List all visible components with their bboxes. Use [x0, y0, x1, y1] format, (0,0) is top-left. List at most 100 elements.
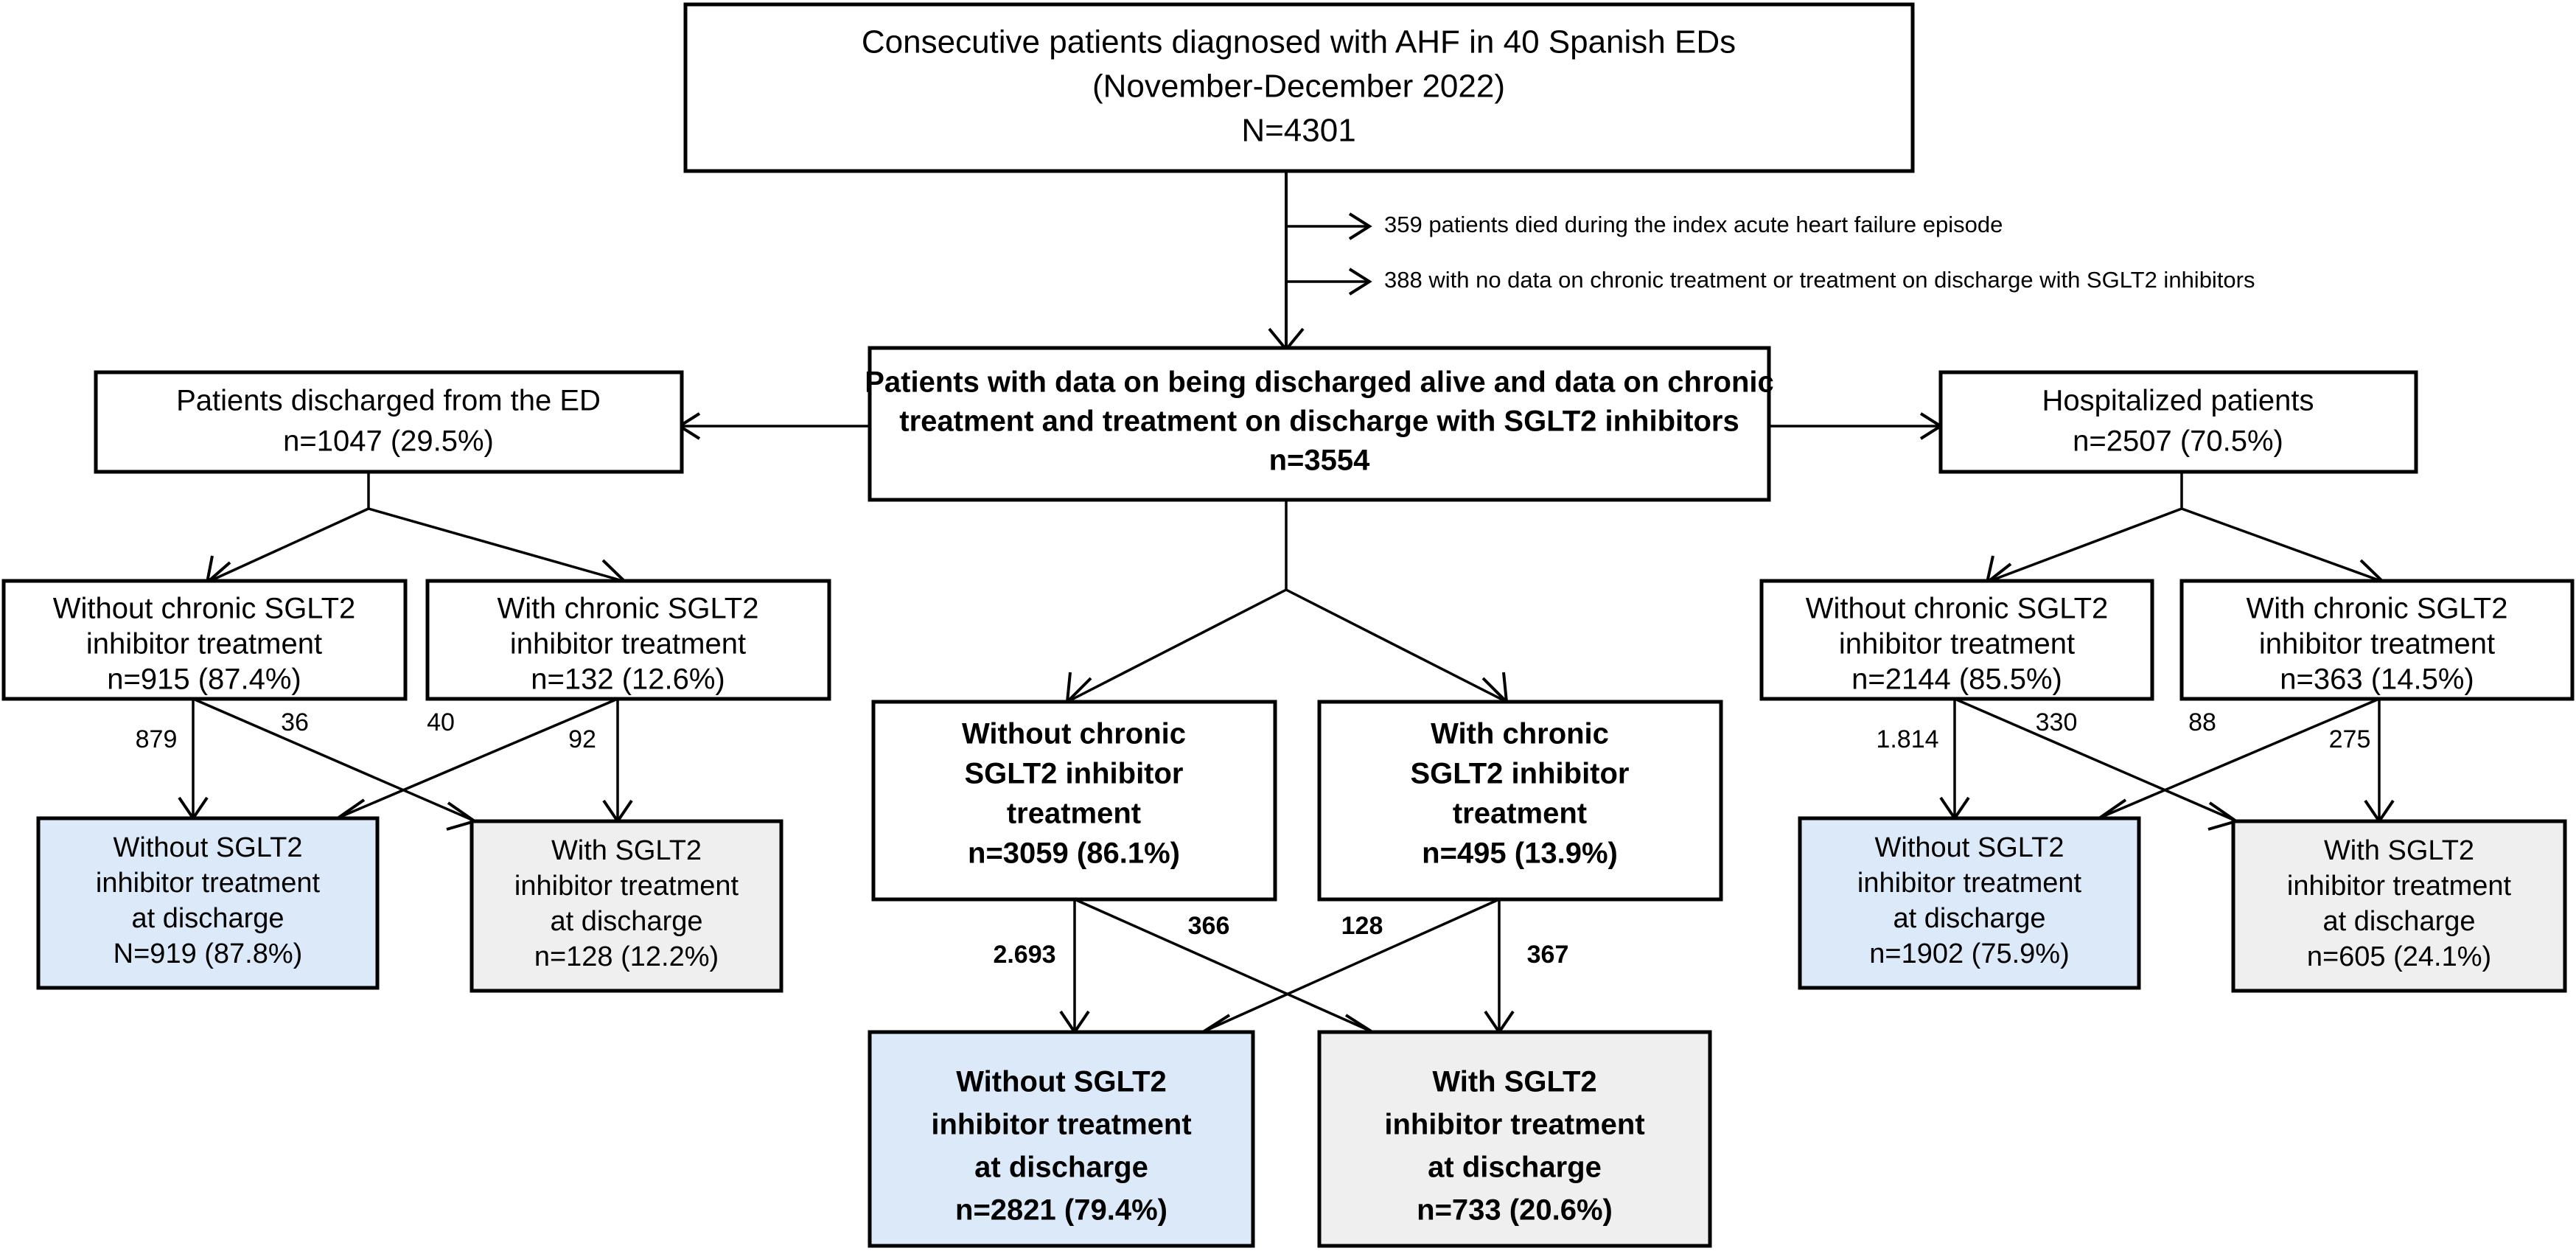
node-cohort-line1: Consecutive patients diagnosed with AHF …	[862, 24, 1736, 60]
edge-labels-group: 879 36 40 92 2.693 366 128 367 1.814 330…	[136, 708, 2371, 969]
edge-label-all-with-to-with: 367	[1527, 941, 1569, 969]
edge-hosp-without-to-with	[1954, 697, 2234, 821]
node-all-without-chronic-box	[871, 700, 1277, 902]
node-hosp-without-discharge-line3: at discharge	[1893, 903, 2045, 934]
node-ed-without-discharge-line1: Without SGLT2	[114, 832, 303, 863]
node-all-with-chronic-box	[1317, 700, 1723, 902]
node-all-without-discharge-box	[868, 1030, 1255, 1248]
edge-ed-without-to-with	[192, 697, 472, 821]
exclusion-notes-group: 359 patients died during the index acute…	[1384, 212, 2255, 293]
arrowhead-eligible-to-all-with	[1481, 672, 1509, 706]
exclusion-note-1: 359 patients died during the index acute…	[1384, 212, 2003, 237]
node-all-without-discharge-line3: at discharge	[974, 1151, 1148, 1184]
node-hosp-without-chronic[interactable]: Without chronic SGLT2 inhibitor treatmen…	[1759, 579, 2154, 701]
edge-label-all-without-to-without: 2.693	[993, 941, 1055, 969]
node-ed-with-discharge-line3: at discharge	[550, 906, 702, 937]
node-cohort-line2: (November-December 2022)	[1092, 69, 1505, 105]
edge-label-hosp-with-to-without: 88	[2188, 708, 2216, 736]
node-cohort-box	[683, 2, 1915, 173]
node-all-with-discharge-line2: inhibitor treatment	[1384, 1109, 1644, 1141]
arrowhead-exclusion-2	[1348, 268, 1372, 296]
node-hosp-without-discharge-line1: Without SGLT2	[1875, 832, 2064, 863]
node-all-with-chronic-line1: With chronic	[1431, 718, 1609, 750]
node-hosp-without-discharge[interactable]: Without SGLT2 inhibitor treatment at dis…	[1798, 816, 2141, 990]
node-eligible[interactable]: Patients with data on being discharged a…	[865, 346, 1774, 502]
node-all-without-chronic[interactable]: Without chronic SGLT2 inhibitor treatmen…	[871, 700, 1277, 902]
node-hosp-without-discharge-line2: inhibitor treatment	[1857, 868, 2082, 899]
node-ed-with-discharge-line2: inhibitor treatment	[514, 871, 739, 902]
node-cohort-line3: N=4301	[1241, 113, 1355, 149]
edge-eligible-to-all-with	[1285, 588, 1504, 702]
edge-hosp-to-without-chronic	[1989, 507, 2182, 582]
node-hosp-with-chronic-box	[2179, 579, 2575, 701]
node-eligible-box	[868, 346, 1771, 502]
node-ed-without-chronic-line1: Without chronic SGLT2	[53, 593, 356, 625]
node-all-with-discharge-line3: at discharge	[1428, 1151, 1602, 1184]
node-all-without-chronic-line1: Without chronic	[962, 718, 1186, 750]
arrowhead-eligible-to-all-without	[1065, 672, 1092, 706]
edge-ed-with-to-without	[340, 697, 618, 818]
node-hosp-with-discharge-line4: n=605 (24.1%)	[2307, 941, 2491, 972]
node-ed-without-discharge-line2: inhibitor treatment	[96, 868, 321, 899]
node-hosp-with-discharge-line3: at discharge	[2322, 906, 2475, 937]
node-all-without-discharge-line4: n=2821 (79.4%)	[955, 1194, 1167, 1227]
node-hosp-with-discharge-line2: inhibitor treatment	[2287, 871, 2512, 902]
node-hosp-with-chronic-line1: With chronic SGLT2	[2247, 593, 2508, 625]
edge-label-ed-with-to-with: 92	[568, 725, 596, 753]
node-all-without-chronic-line4: n=3059 (86.1%)	[968, 837, 1180, 870]
edge-ed-to-with-chronic	[368, 507, 624, 582]
node-ed-without-chronic-box	[1, 579, 408, 701]
edge-all-with-to-without	[1205, 898, 1500, 1032]
node-ed-without-discharge[interactable]: Without SGLT2 inhibitor treatment at dis…	[36, 816, 380, 990]
node-all-with-discharge[interactable]: With SGLT2 inhibitor treatment at discha…	[1317, 1030, 1712, 1248]
node-cohort[interactable]: Consecutive patients diagnosed with AHF …	[683, 2, 1915, 173]
node-all-with-chronic-line3: treatment	[1453, 798, 1587, 830]
node-ed-with-chronic-box	[425, 579, 831, 701]
node-hosp-without-chronic-line3: n=2144 (85.5%)	[1851, 663, 2062, 696]
node-hosp-without-chronic-box	[1759, 579, 2154, 701]
node-ed-with-discharge[interactable]: With SGLT2 inhibitor treatment at discha…	[470, 819, 783, 993]
node-ed-with-chronic-line3: n=132 (12.6%)	[531, 663, 725, 696]
node-hosp-without-discharge-box	[1798, 816, 2141, 990]
node-all-without-discharge-line2: inhibitor treatment	[931, 1109, 1191, 1141]
node-hosp-without-chronic-line1: Without chronic SGLT2	[1806, 593, 2109, 625]
node-eligible-line3: n=3554	[1269, 445, 1371, 477]
edge-eligible-to-all-without	[1069, 588, 1287, 702]
node-all-without-discharge[interactable]: Without SGLT2 inhibitor treatment at dis…	[868, 1030, 1255, 1248]
node-hosp-with-chronic-line3: n=363 (14.5%)	[2280, 663, 2474, 696]
node-hospitalized[interactable]: Hospitalized patients n=2507 (70.5%)	[1938, 370, 2418, 474]
edge-label-all-without-to-with: 366	[1188, 912, 1230, 940]
node-ed-discharged-box	[94, 370, 684, 474]
node-ed-with-chronic-line1: With chronic SGLT2	[498, 593, 759, 625]
node-ed-without-discharge-box	[36, 816, 380, 990]
node-ed-discharged[interactable]: Patients discharged from the ED n=1047 (…	[94, 370, 684, 474]
node-ed-without-chronic[interactable]: Without chronic SGLT2 inhibitor treatmen…	[1, 579, 408, 701]
edge-label-all-with-to-without: 128	[1341, 912, 1383, 940]
node-ed-without-discharge-line3: at discharge	[131, 903, 284, 934]
node-ed-discharged-line1: Patients discharged from the ED	[176, 385, 601, 417]
node-ed-discharged-line2: n=1047 (29.5%)	[283, 425, 494, 458]
node-all-without-chronic-line2: SGLT2 inhibitor	[964, 758, 1183, 790]
node-ed-without-chronic-line2: inhibitor treatment	[86, 628, 322, 661]
node-all-with-chronic-line2: SGLT2 inhibitor	[1410, 758, 1629, 790]
edge-hosp-to-with-chronic	[2181, 507, 2381, 582]
node-hosp-without-discharge-line4: n=1902 (75.9%)	[1869, 938, 2069, 969]
node-all-with-discharge-line1: With SGLT2	[1432, 1066, 1596, 1098]
edge-label-hosp-with-to-with: 275	[2329, 725, 2371, 753]
node-hospitalized-line2: n=2507 (70.5%)	[2073, 425, 2283, 458]
node-eligible-line2: treatment and treatment on discharge wit…	[899, 405, 1739, 438]
node-ed-with-chronic[interactable]: With chronic SGLT2 inhibitor treatment n…	[425, 579, 831, 701]
edge-all-without-to-with	[1074, 898, 1370, 1032]
node-hosp-with-discharge-line1: With SGLT2	[2324, 835, 2474, 866]
exclusion-note-2: 388 with no data on chronic treatment or…	[1384, 267, 2255, 293]
node-all-with-chronic[interactable]: With chronic SGLT2 inhibitor treatment n…	[1317, 700, 1723, 902]
node-hosp-with-chronic[interactable]: With chronic SGLT2 inhibitor treatment n…	[2179, 579, 2575, 701]
node-hosp-without-chronic-line2: inhibitor treatment	[1839, 628, 2075, 661]
node-eligible-line1: Patients with data on being discharged a…	[865, 366, 1774, 399]
node-hosp-with-discharge[interactable]: With SGLT2 inhibitor treatment at discha…	[2231, 819, 2567, 993]
node-ed-with-discharge-line1: With SGLT2	[551, 835, 702, 866]
node-ed-with-discharge-line4: n=128 (12.2%)	[534, 941, 719, 972]
node-hospitalized-box	[1938, 370, 2418, 474]
node-hosp-with-discharge-box	[2231, 819, 2567, 993]
